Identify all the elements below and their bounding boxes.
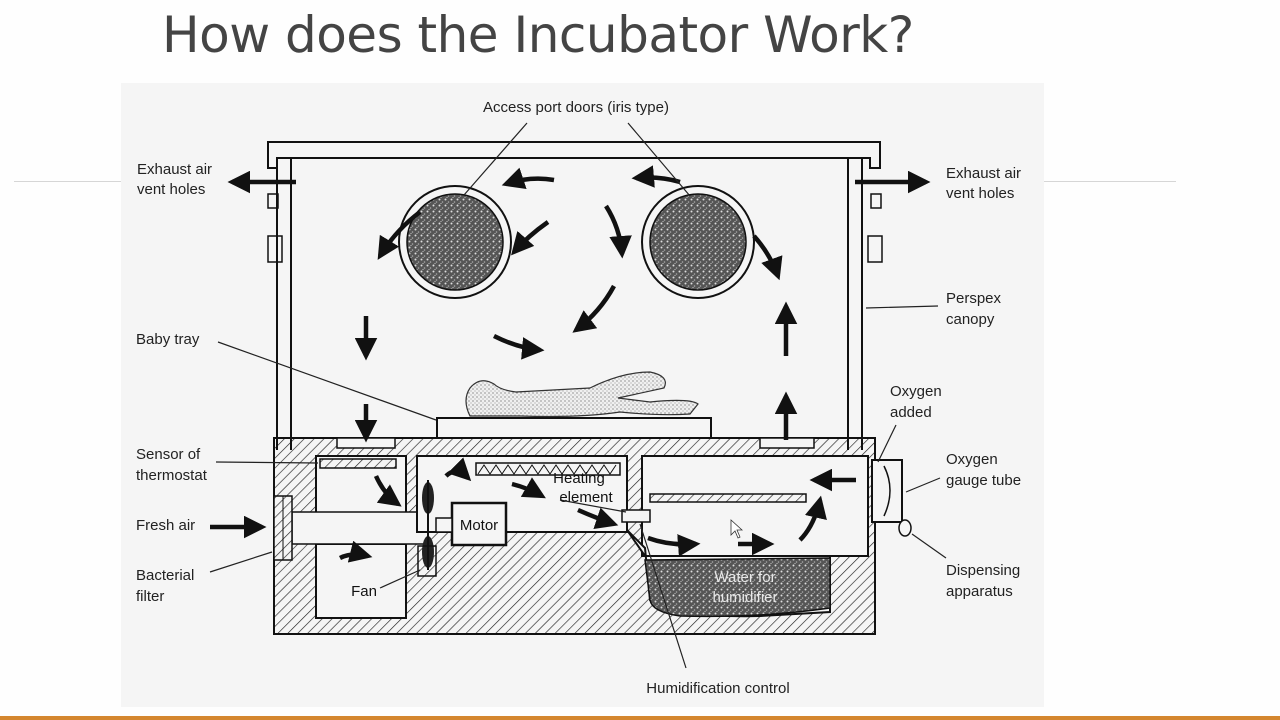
- label-fresh-air: Fresh air: [136, 517, 195, 534]
- slide-title: How does the Incubator Work?: [162, 6, 914, 64]
- label-oxygen-added-1: Oxygen: [890, 383, 942, 400]
- label-fan: Fan: [351, 583, 377, 600]
- label-sensor-1: Sensor of: [136, 446, 201, 463]
- leader-lines: [209, 122, 947, 669]
- label-sensor-2: thermostat: [136, 467, 208, 484]
- heating-element: [475, 462, 621, 476]
- label-dispensing-1: Dispensing: [946, 562, 1020, 579]
- mouse-cursor: [730, 519, 744, 539]
- slide-accent-bar: [0, 716, 1280, 720]
- label-exhaust-left-2: vent holes: [137, 181, 205, 198]
- decorative-rule-right: [1044, 181, 1176, 182]
- label-oxygen-gauge-1: Oxygen: [946, 451, 998, 468]
- label-bacterial-1: Bacterial: [136, 567, 194, 584]
- incubator-diagram: Motor: [121, 83, 1044, 707]
- decorative-rule-left: [14, 181, 122, 182]
- label-heating-2: element: [559, 489, 613, 506]
- label-perspex-2: canopy: [946, 311, 995, 328]
- label-heating-1: Heating: [553, 470, 605, 487]
- label-oxygen-added-2: added: [890, 404, 932, 421]
- fan: [417, 480, 437, 577]
- label-perspex-1: Perspex: [946, 290, 1002, 307]
- label-humidification-control: Humidification control: [646, 680, 789, 697]
- humidifier-water: [644, 557, 831, 618]
- access-port-left: [398, 185, 512, 299]
- motor: Motor: [450, 501, 508, 547]
- oxygen-gauge: [871, 459, 912, 537]
- baby-figure: [465, 371, 699, 418]
- label-water-1: Water for: [714, 569, 775, 586]
- label-oxygen-gauge-2: gauge tube: [946, 472, 1021, 489]
- label-exhaust-left-1: Exhaust air: [137, 161, 212, 178]
- access-port-right: [641, 185, 755, 299]
- humidification-valve: [621, 509, 651, 523]
- label-dispensing-2: apparatus: [946, 583, 1013, 600]
- svg-text:Motor: Motor: [460, 517, 498, 534]
- incubator-diagram-svg: Motor: [136, 99, 1021, 697]
- label-exhaust-right-1: Exhaust air: [946, 165, 1021, 182]
- label-baby-tray: Baby tray: [136, 331, 200, 348]
- external-arrows: [210, 170, 931, 539]
- airflow-arrows: [338, 165, 856, 563]
- label-exhaust-right-2: vent holes: [946, 185, 1014, 202]
- label-bacterial-2: filter: [136, 588, 164, 605]
- perspex-canopy: [267, 141, 883, 450]
- baby-tray: [436, 417, 712, 439]
- thermostat-sensor: [319, 458, 397, 469]
- label-access-port: Access port doors (iris type): [483, 99, 669, 116]
- label-water-2: humidifier: [712, 589, 777, 606]
